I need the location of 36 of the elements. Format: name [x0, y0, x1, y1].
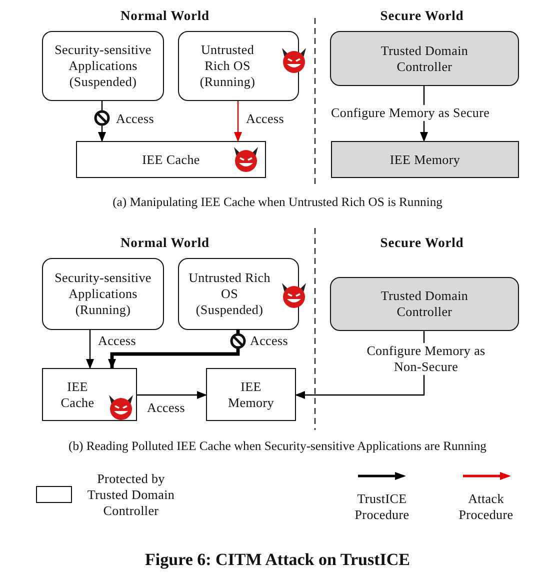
node-label: Security-sensitive Applications (Suspended) — [54, 42, 152, 90]
node-label: Security-sensitive Applications (Running) — [54, 270, 152, 318]
node-label: Trusted Domain Controller — [380, 42, 470, 74]
node-label: Untrusted Rich OS (Running) — [198, 42, 256, 90]
rounded-box — [330, 277, 519, 331]
node-label: IEE Cache — [142, 152, 200, 168]
arrow — [98, 101, 106, 142]
node-label: IEE Memory — [390, 152, 460, 168]
arrow — [86, 330, 94, 369]
subfigure-caption: (b) Reading Polluted IEE Cache when Security-sensitive Applications are Running — [68, 439, 488, 454]
rounded-box — [178, 258, 299, 330]
rounded-box — [178, 31, 299, 101]
memory-block — [76, 141, 266, 178]
arrow — [234, 101, 242, 142]
rounded-box — [42, 31, 164, 101]
legend-label: TrustICE Procedure — [354, 491, 410, 523]
node-label: IEE Memory — [227, 378, 275, 410]
edge-label: Configure Memory as Secure — [329, 105, 492, 121]
subfigure-caption: (a) Manipulating IEE Cache when Untrusted Rich OS is Running — [112, 195, 444, 210]
node-label: Untrusted Rich OS (Suspended) — [188, 270, 270, 318]
section-heading: Secure World — [380, 8, 464, 24]
node-label: Trusted Domain Controller — [380, 288, 470, 320]
legend-label: Attack Procedure — [458, 491, 514, 523]
node-label: IEE Cache — [60, 378, 96, 410]
section-heading: Normal World — [120, 235, 210, 251]
arrow — [137, 391, 207, 399]
arrow — [108, 330, 240, 369]
legend-label: Protected by Trusted Domain Controller — [86, 471, 176, 519]
rounded-box — [330, 31, 519, 86]
section-heading: Secure World — [380, 235, 464, 251]
rounded-box — [42, 258, 164, 330]
section-heading: Normal World — [120, 8, 210, 24]
memory-block — [206, 368, 296, 421]
memory-block — [331, 141, 519, 178]
memory-block — [42, 368, 137, 421]
figure-caption: Figure 6: CITM Attack on TrustICE — [144, 550, 411, 570]
